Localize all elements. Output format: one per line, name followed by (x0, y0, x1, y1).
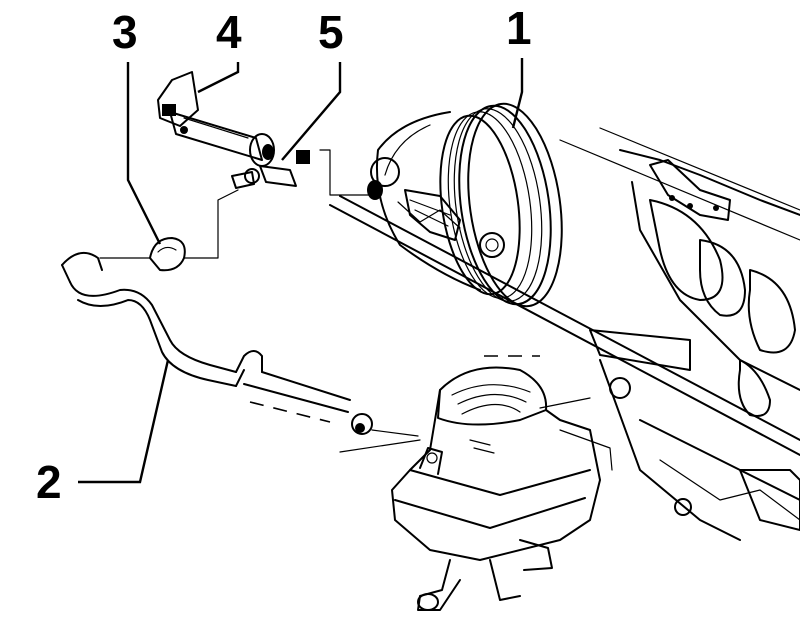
leader-4 (197, 62, 240, 94)
leader-lines (78, 58, 524, 484)
callout-5: 5 (318, 6, 344, 58)
callout-4: 4 (216, 6, 242, 58)
fluid-reservoir (391, 355, 613, 611)
hydraulic-hose (61, 251, 421, 453)
callout-3: 3 (112, 6, 138, 58)
retaining-clip (99, 189, 239, 272)
leader-5 (281, 62, 342, 161)
leader-1 (511, 58, 524, 129)
leader-2 (78, 359, 170, 484)
callout-2: 2 (36, 456, 62, 508)
callout-1: 1 (506, 2, 532, 54)
clutch-cylinder (157, 71, 263, 161)
hose-union (231, 133, 373, 196)
bulkhead (329, 127, 800, 541)
leader-3 (126, 62, 162, 245)
